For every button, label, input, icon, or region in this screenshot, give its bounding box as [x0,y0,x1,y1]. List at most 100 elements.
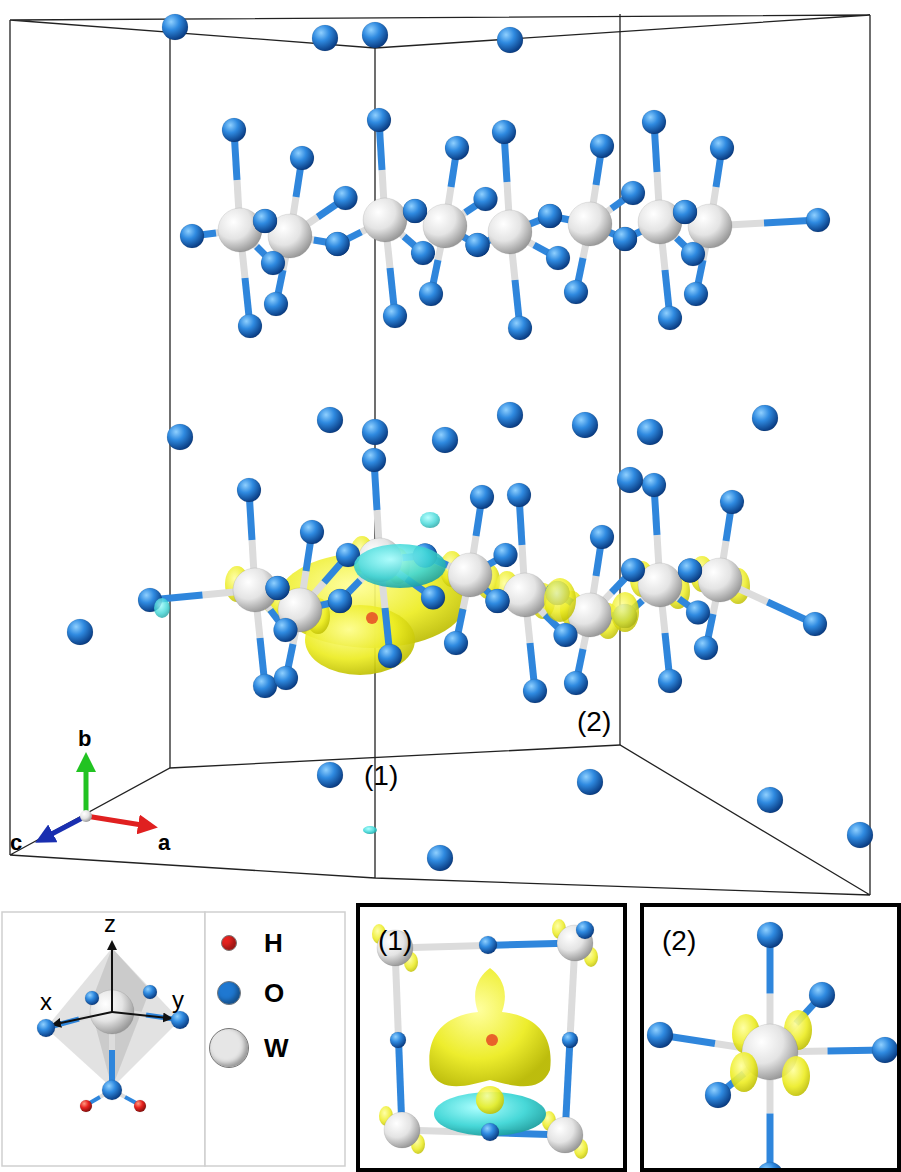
atom [432,427,458,453]
atom [564,280,588,304]
atom [564,671,588,695]
atom [274,618,298,642]
bond [767,1114,774,1169]
atom [102,1080,122,1100]
atom [362,22,388,48]
atom [448,553,492,597]
atom [590,134,614,158]
atom [312,25,338,51]
axis-label: b [78,728,91,750]
atom [494,543,518,567]
atom [678,559,702,583]
isosurface [544,578,576,622]
atom [698,558,742,602]
atom [264,292,288,316]
axis-label: y [172,988,184,1012]
atom [809,982,835,1008]
atom [647,1022,673,1048]
legend-entry: O [217,979,284,1007]
atom [752,405,778,431]
atom [576,921,594,939]
atom [326,232,350,256]
atom [300,520,324,544]
atom [803,612,827,636]
atom [572,412,598,438]
atom [474,187,498,211]
atom [317,762,343,788]
atom [134,1100,146,1112]
atom [562,1032,578,1048]
atom [419,282,443,306]
atom [508,316,532,340]
atom [678,559,702,583]
atom [503,573,547,617]
atom [290,146,314,170]
atom [710,136,734,160]
atom [523,679,547,703]
atom [538,204,562,228]
atom [403,199,427,223]
atom [673,200,697,224]
atom [180,224,204,248]
atom [705,1082,731,1108]
atom [390,1032,406,1048]
atom [362,448,386,472]
legend-text: W [264,1035,289,1061]
crystal-structure [67,14,873,871]
atom [757,787,783,813]
atom [613,227,637,251]
axis-triad [44,762,148,838]
atom [328,589,352,613]
atom [253,674,277,698]
atom [261,251,285,275]
isosurface [429,968,550,1086]
atom [238,314,262,338]
atom [334,186,358,210]
atom [486,589,510,613]
hydrogen-atom [366,612,378,624]
legend-swatch [221,935,237,951]
atom [488,210,532,254]
atom [497,402,523,428]
atom [423,204,467,248]
legend-entry: H [221,929,283,957]
atom [694,636,718,660]
atom [143,985,157,999]
atom [266,576,290,600]
atom [403,199,427,223]
atom [466,233,490,257]
atom [222,118,246,142]
atom [445,136,469,160]
atom [642,473,666,497]
inset-label: (1) [378,927,412,955]
callout-number: (2) [577,708,611,736]
atom [642,110,666,134]
atom [85,991,99,1005]
atom [486,589,510,613]
atom [167,424,193,450]
atom [37,1019,55,1037]
atom [481,1123,499,1141]
atom [384,1112,420,1148]
atom [577,769,603,795]
inset-illustration [647,922,898,1168]
atom [757,1162,783,1168]
isosurface [420,512,440,528]
isosurface [730,1052,758,1092]
octahedron-panel [2,912,205,1166]
axis-label: z [104,912,116,936]
atom [266,576,290,600]
atom [427,845,453,871]
legend-swatch [209,1028,249,1068]
atom [673,200,697,224]
atom [538,204,562,228]
atom [479,936,497,954]
atom [444,631,468,655]
atom [568,202,612,246]
atom [621,558,645,582]
octahedron-icon [37,945,189,1112]
atom [637,419,663,445]
axis-label: a [158,832,170,854]
